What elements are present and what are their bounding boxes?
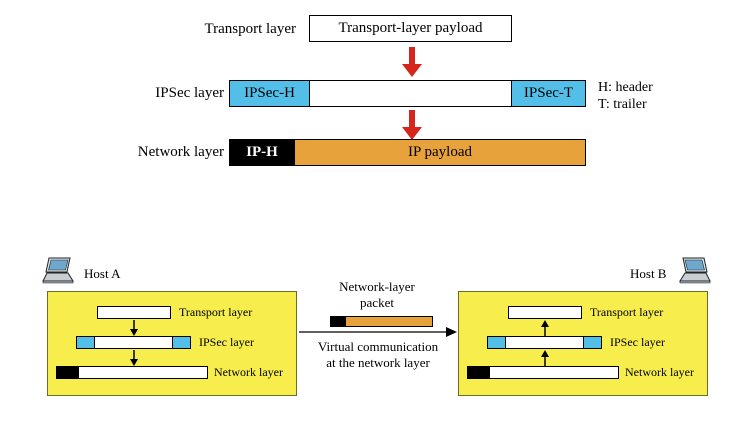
host-a-network-bar xyxy=(56,366,208,379)
host-a-ipsec-label: IPSec layer xyxy=(199,335,254,349)
ip-header-segment xyxy=(468,367,490,378)
host-b-ipsec-bar xyxy=(487,336,602,349)
host-b-network-label: Network layer xyxy=(625,365,694,379)
network-layer-label: Network layer xyxy=(137,144,224,160)
packet-label-line1: Network-layer xyxy=(339,279,415,294)
host-b-label: Host B xyxy=(630,266,667,281)
ipsec-header-segment xyxy=(488,337,506,348)
legend-trailer: T: trailer xyxy=(598,97,647,112)
ipsec-header-segment xyxy=(77,337,95,348)
transport-payload-box: Transport-layer payload xyxy=(309,15,512,42)
packet-ip-header-segment xyxy=(330,316,346,327)
host-b-transport-label: Transport layer xyxy=(590,305,664,319)
ipsec-trailer-segment xyxy=(172,337,190,348)
host-b-ipsec-label: IPSec layer xyxy=(610,335,665,349)
transport-layer-label: Transport layer xyxy=(204,21,296,37)
down-arrow-icon xyxy=(130,320,138,336)
down-arrow-red-icon xyxy=(402,110,422,140)
ipsec-header-box: IPSec-H xyxy=(229,80,310,107)
down-arrow-icon xyxy=(130,350,138,366)
up-arrow-icon xyxy=(541,350,549,366)
packet-label-line2: packet xyxy=(360,295,394,310)
host-a-label: Host A xyxy=(84,266,121,281)
virtual-communication-caption: Virtual communication at the network lay… xyxy=(291,339,465,371)
ipsec-trailer-box: IPSec-T xyxy=(511,80,586,107)
ip-header-segment xyxy=(57,367,79,378)
legend: H: header T: trailer xyxy=(598,79,653,113)
up-arrow-icon xyxy=(541,320,549,336)
ip-header-box: IP-H xyxy=(229,139,295,166)
host-a-ipsec-bar xyxy=(76,336,191,349)
laptop-icon xyxy=(679,257,711,284)
caption-line1: Virtual communication xyxy=(317,339,439,354)
ip-payload-box: IP payload xyxy=(294,139,586,166)
host-a-transport-label: Transport layer xyxy=(179,305,253,319)
packet-label: Network-layer packet xyxy=(307,279,447,311)
packet-ip-payload-segment xyxy=(346,316,433,327)
down-arrow-red-icon xyxy=(402,47,422,77)
host-b-network-bar xyxy=(467,366,619,379)
ipsec-middle-box xyxy=(309,80,512,107)
laptop-icon xyxy=(42,257,74,284)
right-arrow-icon xyxy=(299,327,457,337)
host-a-transport-bar xyxy=(97,306,171,319)
ipsec-layer-label: IPSec layer xyxy=(155,85,224,101)
host-a-network-label: Network layer xyxy=(214,365,283,379)
legend-header: H: header xyxy=(598,80,653,95)
network-layer-packet xyxy=(330,316,433,327)
host-b-transport-bar xyxy=(508,306,582,319)
caption-line2: at the network layer xyxy=(326,355,430,370)
ipsec-trailer-segment xyxy=(583,337,601,348)
